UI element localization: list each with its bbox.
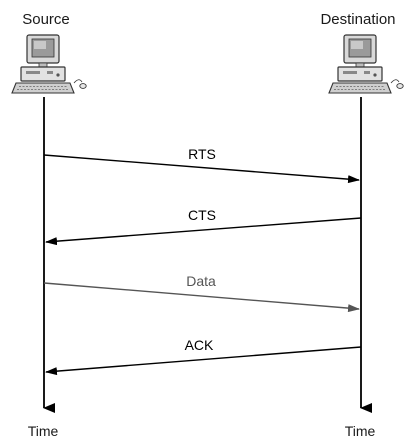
desktop-computer-icon [11,34,87,94]
source-time-label: Time [28,423,59,439]
destination-label: Destination [320,11,395,28]
destination-time-label: Time [345,423,376,439]
message-ack: ACK [45,337,362,376]
message-cts: CTS [45,207,362,246]
message-data: Data [43,273,360,313]
rts-label: RTS [188,146,216,162]
source-label: Source [22,11,70,28]
desktop-computer-icon [328,34,404,94]
ack-arrow [45,346,362,376]
rts-arrow [43,154,360,184]
data-label: Data [186,273,216,289]
cts-arrow [45,217,362,246]
ack-label: ACK [185,337,214,353]
cts-label: CTS [188,207,216,223]
message-rts: RTS [43,146,360,184]
data-arrow [43,282,360,313]
